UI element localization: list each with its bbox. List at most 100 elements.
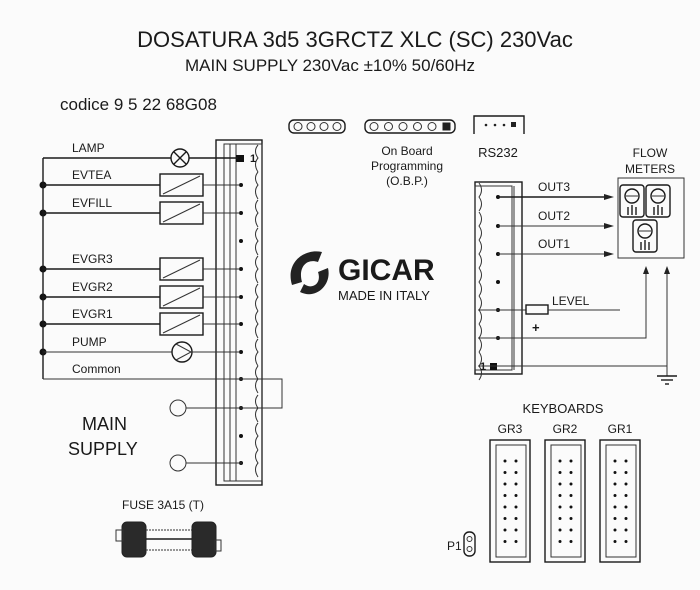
pin-icon <box>442 122 451 131</box>
keyboard-label: GR3 <box>498 422 523 436</box>
pin-icon <box>514 482 518 486</box>
part-code: codice 9 5 22 68G08 <box>60 95 217 114</box>
pin-icon <box>558 471 562 474</box>
terminal-dot <box>239 267 243 271</box>
terminal-screw <box>255 227 259 256</box>
pin-icon <box>624 528 628 532</box>
terminal-screw <box>478 182 482 212</box>
rs232-label: RS232 <box>478 145 518 160</box>
pin-icon <box>569 482 573 486</box>
keyboards-label: KEYBOARDS <box>523 401 604 416</box>
pin-icon <box>384 122 393 131</box>
main-supply-label-1: MAIN <box>82 414 127 434</box>
supply-terminal-icon <box>169 399 187 417</box>
pin-icon <box>514 471 518 474</box>
pin-icon <box>558 528 562 532</box>
pin-icon <box>569 517 573 520</box>
level-input: LEVEL + <box>478 266 677 385</box>
pin-icon <box>514 494 518 497</box>
load-pump: PUMP <box>39 335 240 363</box>
arrow-icon <box>604 194 614 200</box>
diagram-title: DOSATURA 3d5 3GRCTZ XLC (SC) 230Vac <box>137 27 573 52</box>
pump-icon <box>171 341 193 363</box>
pin-icon <box>624 459 628 463</box>
pin-icon <box>503 459 507 463</box>
pin-icon <box>514 540 518 543</box>
pin-icon <box>503 494 507 497</box>
pin-icon <box>613 471 617 474</box>
load-common: Common <box>72 362 121 376</box>
pin-icon <box>613 540 617 543</box>
pin-icon <box>569 471 573 474</box>
load-lamp: LAMP <box>43 141 238 168</box>
flow-meter-icon <box>645 184 671 218</box>
pin-icon <box>306 122 316 131</box>
pin-icon <box>569 528 573 532</box>
pin-icon <box>514 517 518 520</box>
output-label: OUT3 <box>538 180 570 194</box>
terminal-screw <box>255 199 259 228</box>
terminal-dot <box>239 434 243 438</box>
terminal-screw <box>255 283 259 312</box>
pin-icon <box>558 482 562 486</box>
obp-connector: On Board Programming (O.B.P.) <box>364 119 456 188</box>
rs232-connector: RS232 <box>473 115 525 160</box>
pin-icon <box>413 122 422 131</box>
pin-icon <box>613 505 617 509</box>
terminal-screw <box>478 211 482 241</box>
pin-icon <box>503 517 507 520</box>
pin-icon <box>624 517 628 520</box>
output-label: OUT2 <box>538 209 570 223</box>
small-connector <box>288 119 346 134</box>
terminal-screw <box>255 310 259 339</box>
keyboard-connectors: KEYBOARDS GR3 GR2 GR1 P1 <box>447 401 641 563</box>
pin-icon <box>369 122 379 131</box>
obp-label-3: (O.B.P.) <box>386 174 428 188</box>
pin-icon <box>624 540 628 543</box>
ground-icon <box>657 366 677 385</box>
output-label: OUT1 <box>538 237 570 251</box>
flow-meter-icon <box>619 184 645 218</box>
pin-icon <box>613 459 617 463</box>
terminal-dot <box>239 239 243 243</box>
keyboard-connector-gr2: GR2 <box>544 422 586 563</box>
flow-meters-label-2: METERS <box>625 162 675 176</box>
pin-icon <box>613 528 617 532</box>
load-label: Common <box>72 362 121 376</box>
terminal-screw <box>255 144 259 173</box>
left-terminal-block: 1 <box>215 139 263 486</box>
pin-icon <box>569 540 573 543</box>
level-label: LEVEL <box>552 294 590 308</box>
keyboard-label: GR1 <box>608 422 633 436</box>
right-terminal-block: 1 <box>474 181 523 381</box>
pin-icon <box>398 122 408 131</box>
level-plus-label: + <box>532 320 540 335</box>
level-probe-icon <box>525 304 549 315</box>
terminal-dot <box>239 350 243 354</box>
arrow-icon <box>604 251 614 257</box>
load-label: EVGR1 <box>72 307 113 321</box>
logo-tagline: MADE IN ITALY <box>338 288 430 303</box>
p1-label: P1 <box>447 539 462 553</box>
gicar-logo-icon <box>290 251 329 295</box>
arrow-icon <box>604 223 614 229</box>
terminal-dot <box>239 211 243 215</box>
keyboard-label: GR2 <box>553 422 578 436</box>
terminal-dot <box>239 295 243 299</box>
main-supply-label-2: SUPPLY <box>68 439 138 459</box>
pin-icon <box>569 494 573 497</box>
terminal-screw <box>255 422 259 451</box>
terminal-screw <box>255 255 259 284</box>
fuse-icon <box>115 521 222 558</box>
pin-icon <box>503 540 507 543</box>
main-supply: MAIN SUPPLY <box>43 378 283 472</box>
terminal-screw <box>478 239 482 269</box>
pin-icon <box>558 459 562 463</box>
pin-icon <box>558 494 562 497</box>
terminal-screw <box>255 338 259 367</box>
flow-meter-icon <box>632 219 658 253</box>
pin-icon <box>624 482 628 486</box>
keyboard-connector-gr1: GR1 <box>599 422 641 563</box>
pin-icon <box>514 459 518 463</box>
